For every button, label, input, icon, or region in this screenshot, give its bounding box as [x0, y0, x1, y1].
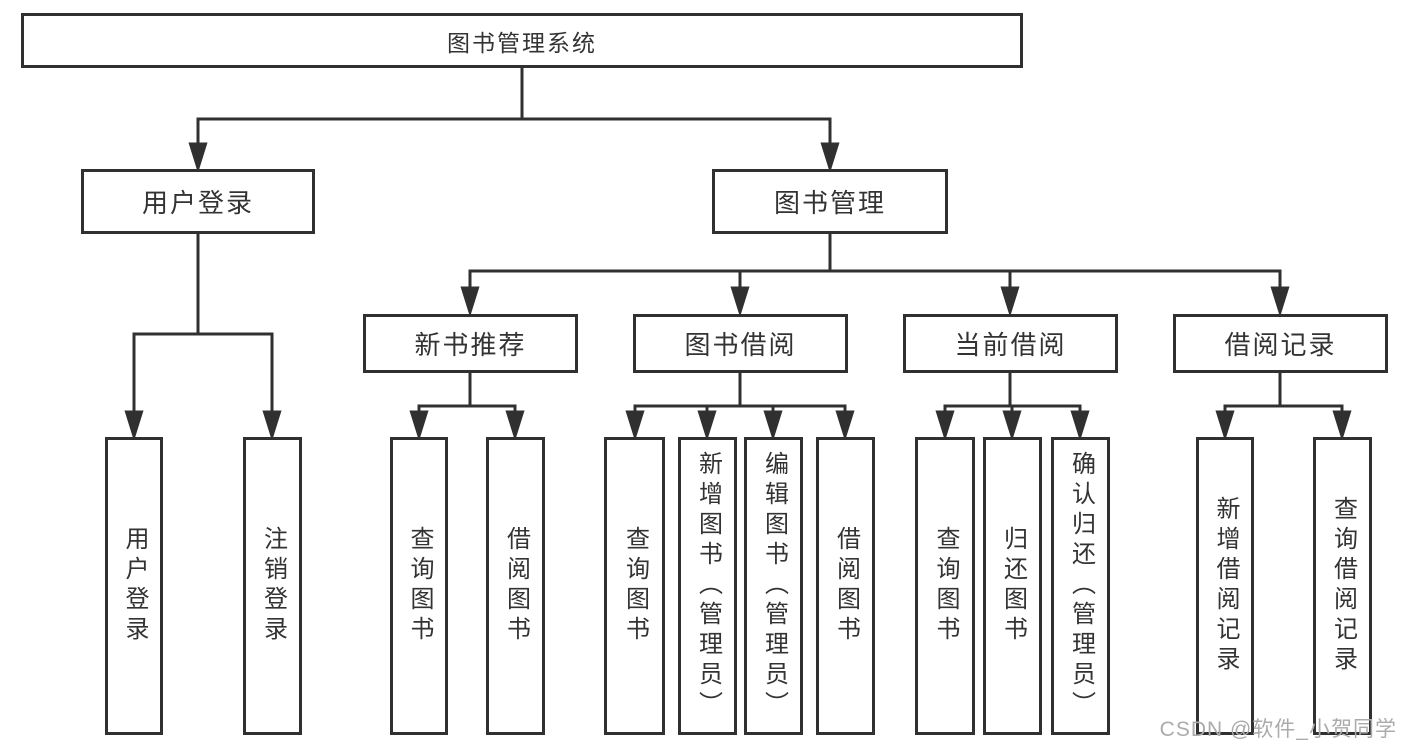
connector-book-mgmt	[460, 234, 1290, 318]
connector-current-borrow	[935, 373, 1090, 442]
node-root-library-system: 图书管理系统	[21, 13, 1023, 68]
leaf-borrow-books: 借阅图书	[816, 437, 875, 735]
leaf-add-borrow-record: 新增借阅记录	[1196, 437, 1254, 735]
leaf-user-login: 用户登录	[105, 437, 163, 735]
node-book-management: 图书管理	[712, 169, 948, 234]
connector-book-borrow	[625, 373, 855, 442]
leaf-borrow-books-newbooks: 借阅图书	[486, 437, 545, 735]
leaf-edit-books-admin: 编辑图书（管理员）	[744, 437, 803, 735]
connector-user-login	[124, 234, 282, 442]
connector-borrow-record	[1215, 373, 1352, 442]
node-current-borrowing: 当前借阅	[903, 314, 1118, 373]
leaf-query-books-newbooks: 查询图书	[390, 437, 448, 735]
csdn-watermark: CSDN @软件_小贺同学	[1159, 718, 1397, 741]
connector-new-books	[409, 373, 525, 442]
connector-root	[188, 68, 840, 174]
leaf-query-books-current: 查询图书	[915, 437, 975, 735]
leaf-query-books-borrow: 查询图书	[604, 437, 665, 735]
leaf-return-books: 归还图书	[983, 437, 1042, 735]
node-borrow-records: 借阅记录	[1173, 314, 1388, 373]
leaf-confirm-return-admin: 确认归还（管理员）	[1051, 437, 1110, 735]
leaf-logout-login: 注销登录	[243, 437, 302, 735]
node-book-borrowing: 图书借阅	[633, 314, 848, 373]
leaf-add-books-admin: 新增图书（管理员）	[678, 437, 737, 735]
leaf-query-borrow-record: 查询借阅记录	[1313, 437, 1372, 735]
node-new-book-recommend: 新书推荐	[363, 314, 578, 373]
node-user-login: 用户登录	[81, 169, 315, 234]
